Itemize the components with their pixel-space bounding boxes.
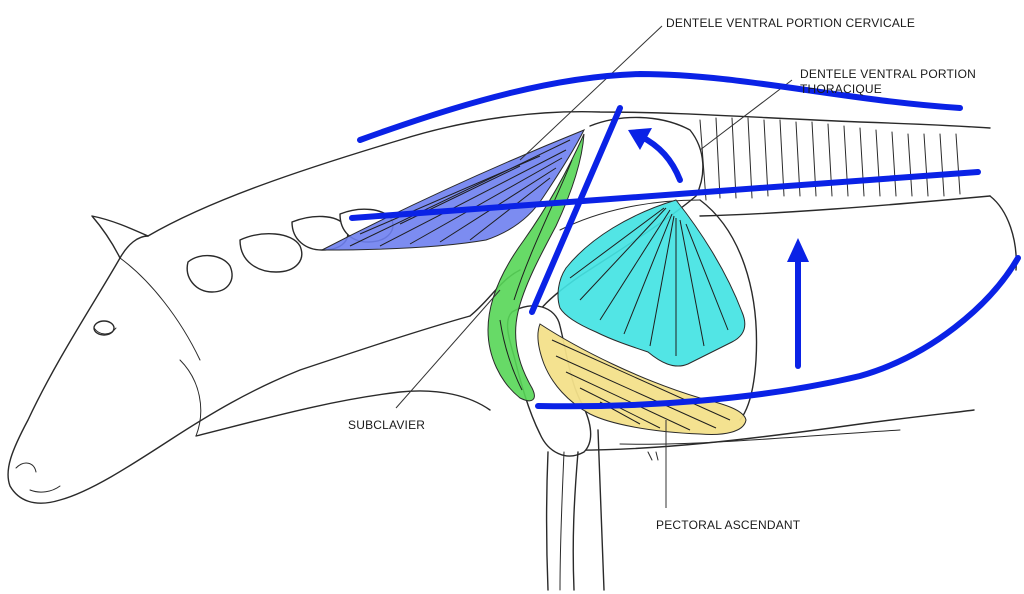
arrowheads (628, 128, 809, 262)
topline-curve (357, 70, 963, 143)
belly-curve (535, 255, 1021, 410)
rotation-arrowhead (628, 128, 652, 150)
horse-outline (7, 111, 1017, 591)
label-subclavius: SUBCLAVIER (348, 418, 426, 432)
cervical-vertebrae (186, 208, 394, 293)
label-serratus-cervical: DENTELE VENTRAL PORTION CERVICALE (666, 16, 916, 30)
scapula-axis-line (529, 105, 623, 315)
rotation-arrow-shaft (637, 133, 683, 183)
label-serratus-thoracic-line2: THORACIQUE (800, 82, 883, 96)
serratus-ventral-thoracic-muscle (557, 199, 746, 367)
spine-axis-line (349, 169, 981, 221)
label-serratus-thoracic-line1: DENTELE VENTRAL PORTION (800, 67, 976, 81)
label-pectoral-ascending: PECTORAL ASCENDANT (656, 518, 801, 532)
leader-lines (395, 25, 793, 508)
label-serratus-thoracic: DENTELE VENTRAL PORTION THORACIQUE (800, 67, 1000, 97)
lift-arrowhead (787, 238, 809, 262)
